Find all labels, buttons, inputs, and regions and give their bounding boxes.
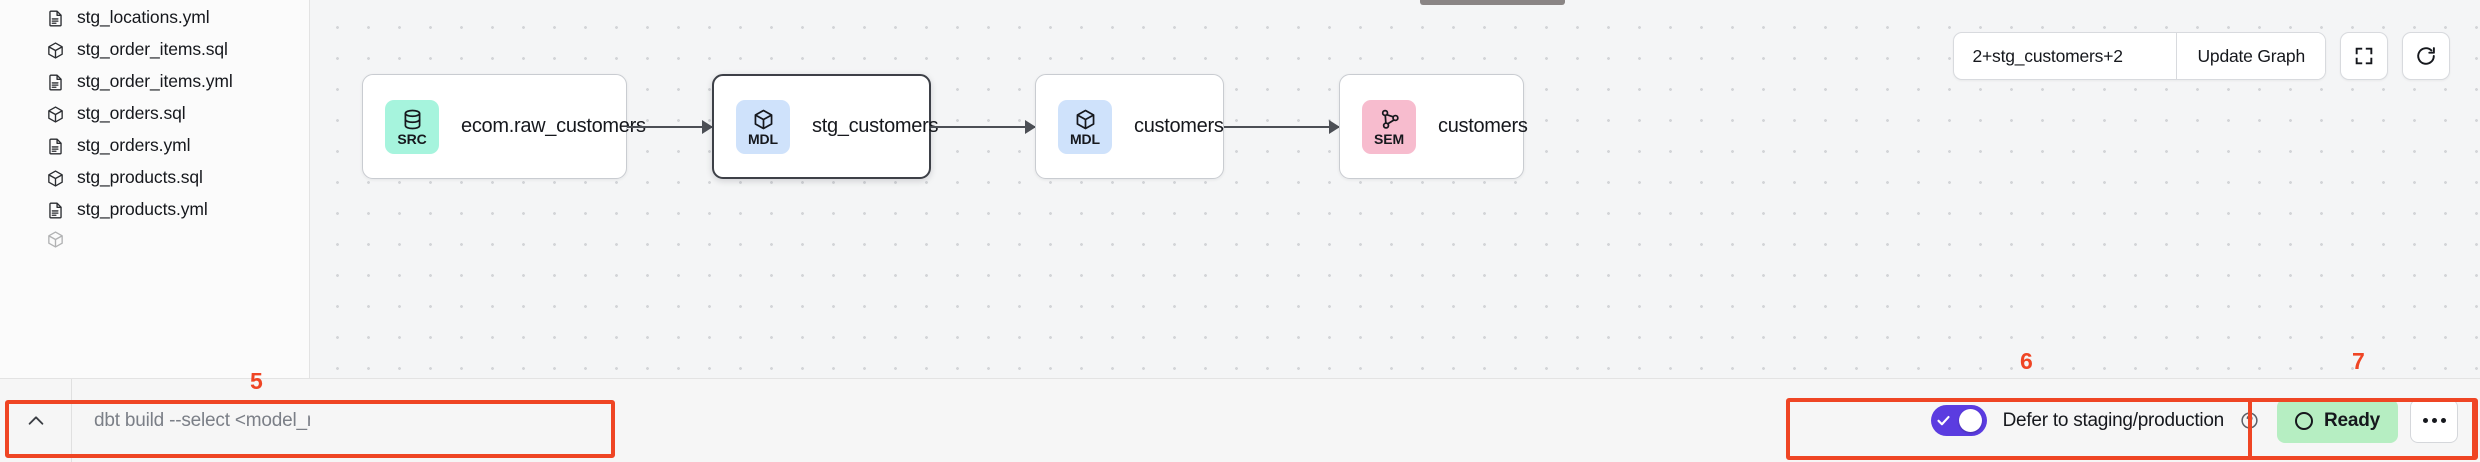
sql-model-icon — [46, 105, 65, 124]
lineage-node-label: stg_customers — [812, 115, 939, 137]
yml-file-icon — [46, 137, 65, 156]
toggle-knob — [1958, 409, 1982, 432]
refresh-icon — [2415, 45, 2437, 67]
expand-icon — [2353, 45, 2375, 67]
file-list-item[interactable]: stg_locations.yml — [0, 2, 309, 34]
file-explorer-sidebar: stg_locations.yml stg_order_items.sql st… — [0, 0, 310, 378]
lineage-node-label: ecom.raw_customers — [461, 115, 646, 137]
status-badge-label: Ready — [2323, 409, 2380, 431]
node-type-badge-label: SEM — [1373, 130, 1405, 147]
node-type-badge: SRC — [385, 99, 439, 154]
defer-toggle-group: Defer to staging/production — [1917, 394, 2277, 448]
node-type-badge-label: MDL — [747, 130, 779, 147]
file-list-item[interactable]: stg_orders.sql — [0, 98, 309, 130]
database-icon — [401, 108, 424, 131]
file-list-item[interactable]: stg_products.yml — [0, 194, 309, 226]
lineage-node[interactable]: SEM customers — [1339, 74, 1528, 179]
yml-file-icon — [46, 9, 65, 28]
file-list-item[interactable]: stg_order_items.sql — [0, 34, 309, 66]
lineage-node[interactable]: MDL customers — [1035, 74, 1224, 179]
yml-file-icon — [46, 73, 65, 92]
file-list-item[interactable]: stg_products.sql — [0, 162, 309, 194]
file-list-item-label: stg_locations.yml — [77, 7, 210, 28]
file-list-item-label: stg_order_items.sql — [77, 39, 228, 60]
semantic-graph-icon — [1378, 108, 1401, 131]
lineage-node-label: customers — [1134, 115, 1224, 137]
chevron-up-icon — [25, 410, 47, 432]
bottom-status-bar: Defer to staging/production Ready — [0, 378, 2480, 462]
ellipsis-icon — [2422, 418, 2446, 423]
status-badge[interactable]: Ready — [2276, 398, 2398, 443]
lineage-node-label: customers — [1438, 115, 1528, 137]
file-list-item-label: stg_orders.sql — [77, 103, 186, 124]
sql-model-icon — [46, 169, 65, 188]
file-list-item-partial[interactable] — [0, 226, 309, 252]
lineage-edge — [1224, 125, 1339, 128]
node-type-badge: SEM — [1362, 99, 1416, 154]
file-list-item[interactable]: stg_order_items.yml — [0, 66, 309, 98]
node-type-badge-label: MDL — [1069, 130, 1101, 147]
lineage-graph-canvas[interactable]: Update Graph — [310, 0, 2480, 378]
node-type-badge: MDL — [1058, 99, 1112, 154]
file-list-item-label: stg_products.yml — [77, 199, 208, 220]
file-list-item-label: stg_order_items.yml — [77, 71, 233, 92]
lineage-edge — [931, 125, 1035, 128]
node-type-badge-label: SRC — [397, 130, 427, 147]
cube-icon — [1074, 108, 1097, 131]
fullscreen-button[interactable] — [2340, 32, 2388, 80]
lineage-node-row: SRC ecom.raw_customers MDL stg_customers M… — [362, 74, 1528, 179]
lineage-node[interactable]: MDL stg_customers — [712, 74, 938, 179]
file-list-item-label: stg_products.sql — [77, 167, 203, 188]
command-bar — [0, 379, 310, 462]
lineage-edge — [627, 125, 712, 128]
cube-icon — [752, 108, 775, 131]
status-group: Ready — [2276, 394, 2480, 448]
canvas-scroll-indicator[interactable] — [1420, 0, 1565, 5]
more-options-button[interactable] — [2410, 398, 2458, 443]
file-list-item[interactable]: stg_orders.yml — [0, 130, 309, 162]
graph-selector-input[interactable] — [1954, 33, 2177, 79]
dbt-command-input[interactable] — [94, 409, 310, 432]
yml-file-icon — [46, 201, 65, 220]
circle-icon — [2294, 411, 2313, 430]
file-list-item-label: stg_orders.yml — [77, 135, 191, 156]
node-type-badge: MDL — [736, 99, 790, 154]
graph-toolbar: Update Graph — [1953, 32, 2450, 80]
update-graph-button[interactable]: Update Graph — [2176, 33, 2325, 79]
workspace-upper: stg_locations.yml stg_order_items.sql st… — [0, 0, 2480, 378]
command-input-wrap — [72, 379, 310, 462]
refresh-button[interactable] — [2402, 32, 2450, 80]
file-list: stg_locations.yml stg_order_items.sql st… — [0, 0, 309, 252]
sql-model-icon — [46, 41, 65, 60]
defer-toggle-label: Defer to staging/production — [2002, 409, 2225, 431]
selector-group: Update Graph — [1953, 32, 2326, 80]
help-circle-icon[interactable] — [2240, 411, 2259, 430]
defer-toggle[interactable] — [1930, 405, 1987, 436]
lineage-node[interactable]: SRC ecom.raw_customers — [362, 74, 646, 179]
check-icon — [1936, 413, 1951, 428]
command-bar-collapse-button[interactable] — [0, 379, 72, 462]
